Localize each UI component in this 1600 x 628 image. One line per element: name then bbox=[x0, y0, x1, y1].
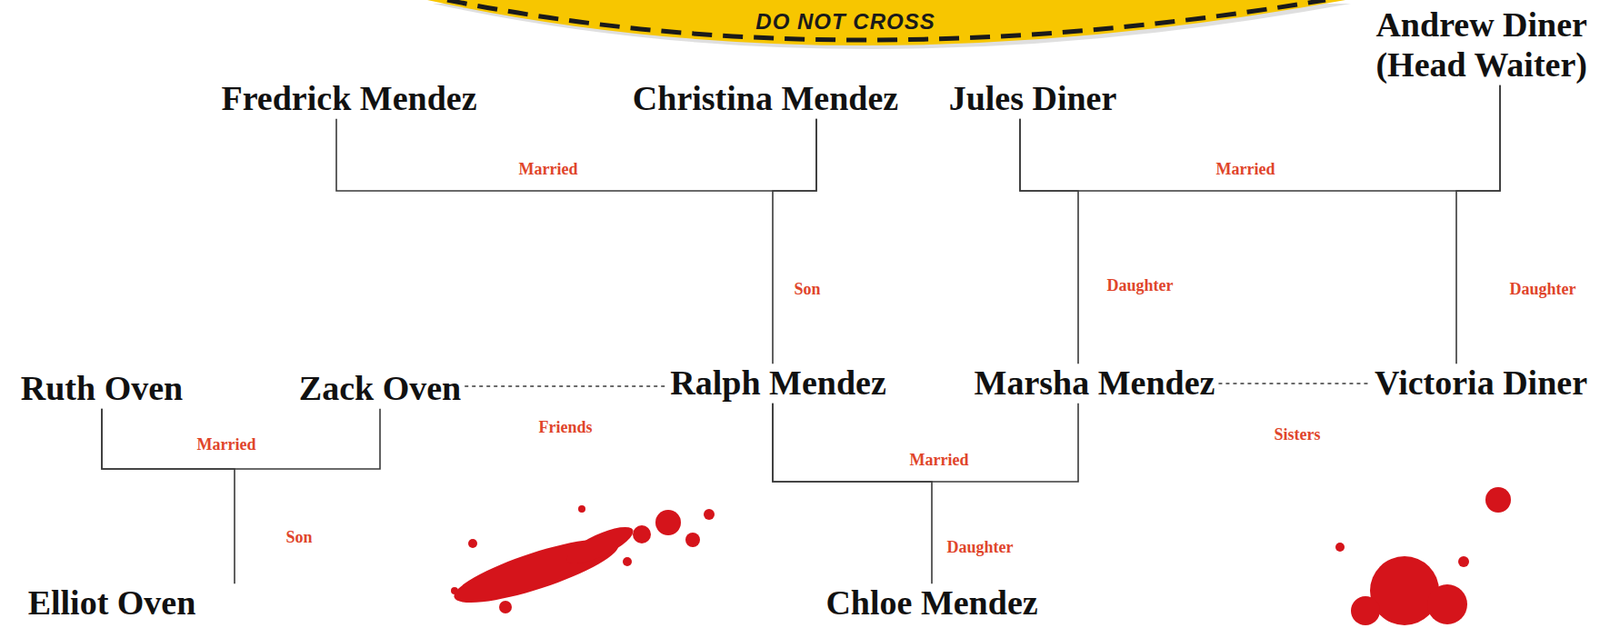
person-node: Zack Oven bbox=[295, 369, 465, 410]
blood-drop bbox=[1370, 556, 1440, 626]
person-name: Victoria Diner bbox=[1374, 363, 1588, 404]
blood-drop bbox=[1335, 542, 1345, 552]
blood-drop bbox=[685, 532, 700, 548]
person-node: Ruth Oven bbox=[17, 369, 187, 410]
dashed-relation-line bbox=[464, 385, 667, 388]
family-line bbox=[336, 119, 817, 191]
blood-drop bbox=[468, 539, 478, 549]
person-name: Elliot Oven bbox=[28, 583, 197, 624]
person-node: Fredrick Mendez bbox=[217, 79, 480, 120]
person-node: Jules Diner bbox=[945, 79, 1121, 120]
relation-label: Son bbox=[790, 280, 823, 300]
relation-label: Daughter bbox=[944, 538, 1017, 559]
relation-label: Married bbox=[1213, 160, 1279, 180]
person-node: Chloe Mendez bbox=[821, 583, 1041, 624]
blood-drop bbox=[655, 510, 681, 536]
person-node: Christina Mendez bbox=[629, 79, 902, 120]
dashed-relation-line bbox=[1218, 382, 1371, 385]
blood-drop bbox=[703, 509, 715, 520]
person-node: Marsha Mendez bbox=[970, 363, 1220, 404]
relation-label: Married bbox=[516, 160, 581, 180]
blood-drop bbox=[450, 587, 459, 595]
blood-drop bbox=[632, 525, 651, 544]
family-line bbox=[1456, 85, 1500, 364]
family-line bbox=[1020, 119, 1079, 364]
blood-drop bbox=[1458, 556, 1470, 568]
family-line bbox=[772, 403, 1079, 482]
person-name: (Head Waiter) bbox=[1375, 45, 1588, 86]
person-node: Victoria Diner bbox=[1370, 363, 1591, 404]
relation-label: Friends bbox=[535, 418, 595, 439]
blood-drop bbox=[622, 557, 632, 567]
blood-drop bbox=[1427, 584, 1468, 625]
relation-label: Daughter bbox=[1104, 276, 1177, 297]
tape-stripe bbox=[447, 0, 1326, 40]
blood-drop bbox=[1350, 596, 1380, 626]
person-name: Jules Diner bbox=[949, 79, 1118, 120]
family-line bbox=[101, 409, 380, 470]
blood-drop bbox=[1485, 487, 1511, 513]
blood-drop bbox=[578, 505, 586, 513]
relation-label: Married bbox=[194, 435, 260, 456]
person-name: Marsha Mendez bbox=[974, 363, 1216, 404]
person-node: Andrew Diner(Head Waiter) bbox=[1371, 5, 1591, 85]
person-name: Christina Mendez bbox=[632, 79, 899, 120]
crime-tape bbox=[427, 0, 1346, 46]
person-node: Elliot Oven bbox=[24, 583, 200, 624]
family-line bbox=[772, 403, 932, 584]
person-name: Ruth Oven bbox=[20, 369, 183, 410]
relation-label: Married bbox=[907, 450, 972, 471]
person-name: Chloe Mendez bbox=[825, 583, 1038, 624]
blood-smear bbox=[562, 520, 639, 571]
person-node: Ralph Mendez bbox=[666, 363, 890, 404]
person-name: Andrew Diner bbox=[1375, 5, 1588, 46]
blood-splatter-right bbox=[1335, 487, 1511, 626]
relation-label: Sisters bbox=[1271, 425, 1324, 446]
person-name: Ralph Mendez bbox=[670, 363, 887, 404]
family-line bbox=[772, 119, 817, 364]
person-name: Zack Oven bbox=[299, 369, 461, 410]
blood-drop bbox=[499, 600, 512, 614]
person-name: Fredrick Mendez bbox=[220, 79, 477, 120]
blood-splatter-left bbox=[448, 505, 715, 615]
relation-label: Daughter bbox=[1507, 280, 1580, 300]
relation-label: Son bbox=[282, 528, 315, 549]
tape-text: DO NOT CROSS bbox=[755, 9, 935, 35]
